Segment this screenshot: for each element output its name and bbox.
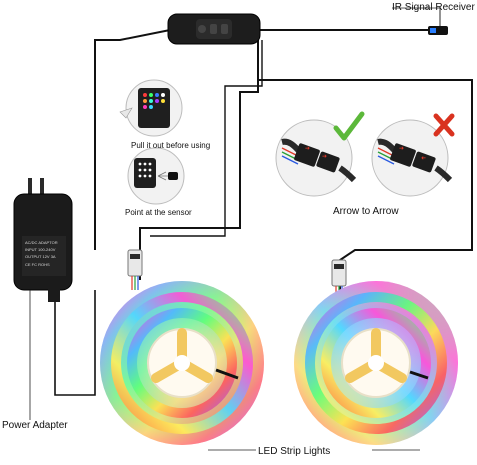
output-cable-left — [139, 44, 259, 280]
reel-wire — [409, 370, 429, 380]
callout-lines — [29, 7, 441, 451]
led-controller — [167, 13, 261, 45]
output-cable-inner — [150, 40, 263, 237]
ir-signal-receiver-label: IR Signal Receiver — [392, 2, 475, 13]
power-adapter: AC/DC ADAPTOR INPUT 100-240V OUTPUT 12V … — [13, 178, 73, 302]
pull-it-out-label: Pull it out before using — [131, 141, 211, 150]
led-strip-lights-label: LED Strip Lights — [258, 446, 331, 457]
reel-wire — [215, 368, 239, 380]
remote-color-buttons-icon — [143, 93, 165, 109]
connector-correct-illustration: ➜ ➜ — [275, 111, 365, 197]
power-adapter-label: Power Adapter — [2, 420, 68, 431]
point-at-sensor-label: Point at the sensor — [125, 208, 192, 217]
remote-pull-tab-illustration — [119, 79, 183, 137]
strip-connector-left — [127, 249, 143, 290]
remote-point-illustration — [127, 147, 185, 205]
x-mark-icon — [433, 113, 455, 137]
controller-button-icon — [210, 24, 217, 34]
led-strip-reel-right — [294, 281, 458, 445]
arrow-icon: ➜ — [399, 146, 404, 152]
svg-text:CE FC ROHS: CE FC ROHS — [25, 262, 50, 267]
controller-input-cable — [94, 27, 181, 250]
ir-receiver-head — [428, 10, 448, 35]
arrow-icon: ➜ — [421, 154, 426, 160]
arrow-icon: ➜ — [305, 146, 310, 152]
arrow-icon: ➜ — [322, 154, 327, 160]
adapter-output-cable — [54, 290, 96, 396]
arrow-to-arrow-label: Arrow to Arrow — [333, 206, 399, 217]
sensor-icon — [168, 172, 178, 180]
svg-text:INPUT 100-240V: INPUT 100-240V — [25, 247, 56, 252]
connector-incorrect-illustration: ➜ ➜ — [371, 113, 455, 197]
svg-text:AC/DC ADAPTOR: AC/DC ADAPTOR — [25, 240, 58, 245]
svg-text:OUTPUT 12V 3A: OUTPUT 12V 3A — [25, 254, 56, 259]
check-mark-icon — [333, 111, 365, 141]
signal-icon — [157, 171, 168, 181]
controller-button-icon — [221, 24, 228, 34]
led-strip-reel-left — [100, 281, 264, 445]
controller-button-icon — [198, 25, 206, 33]
